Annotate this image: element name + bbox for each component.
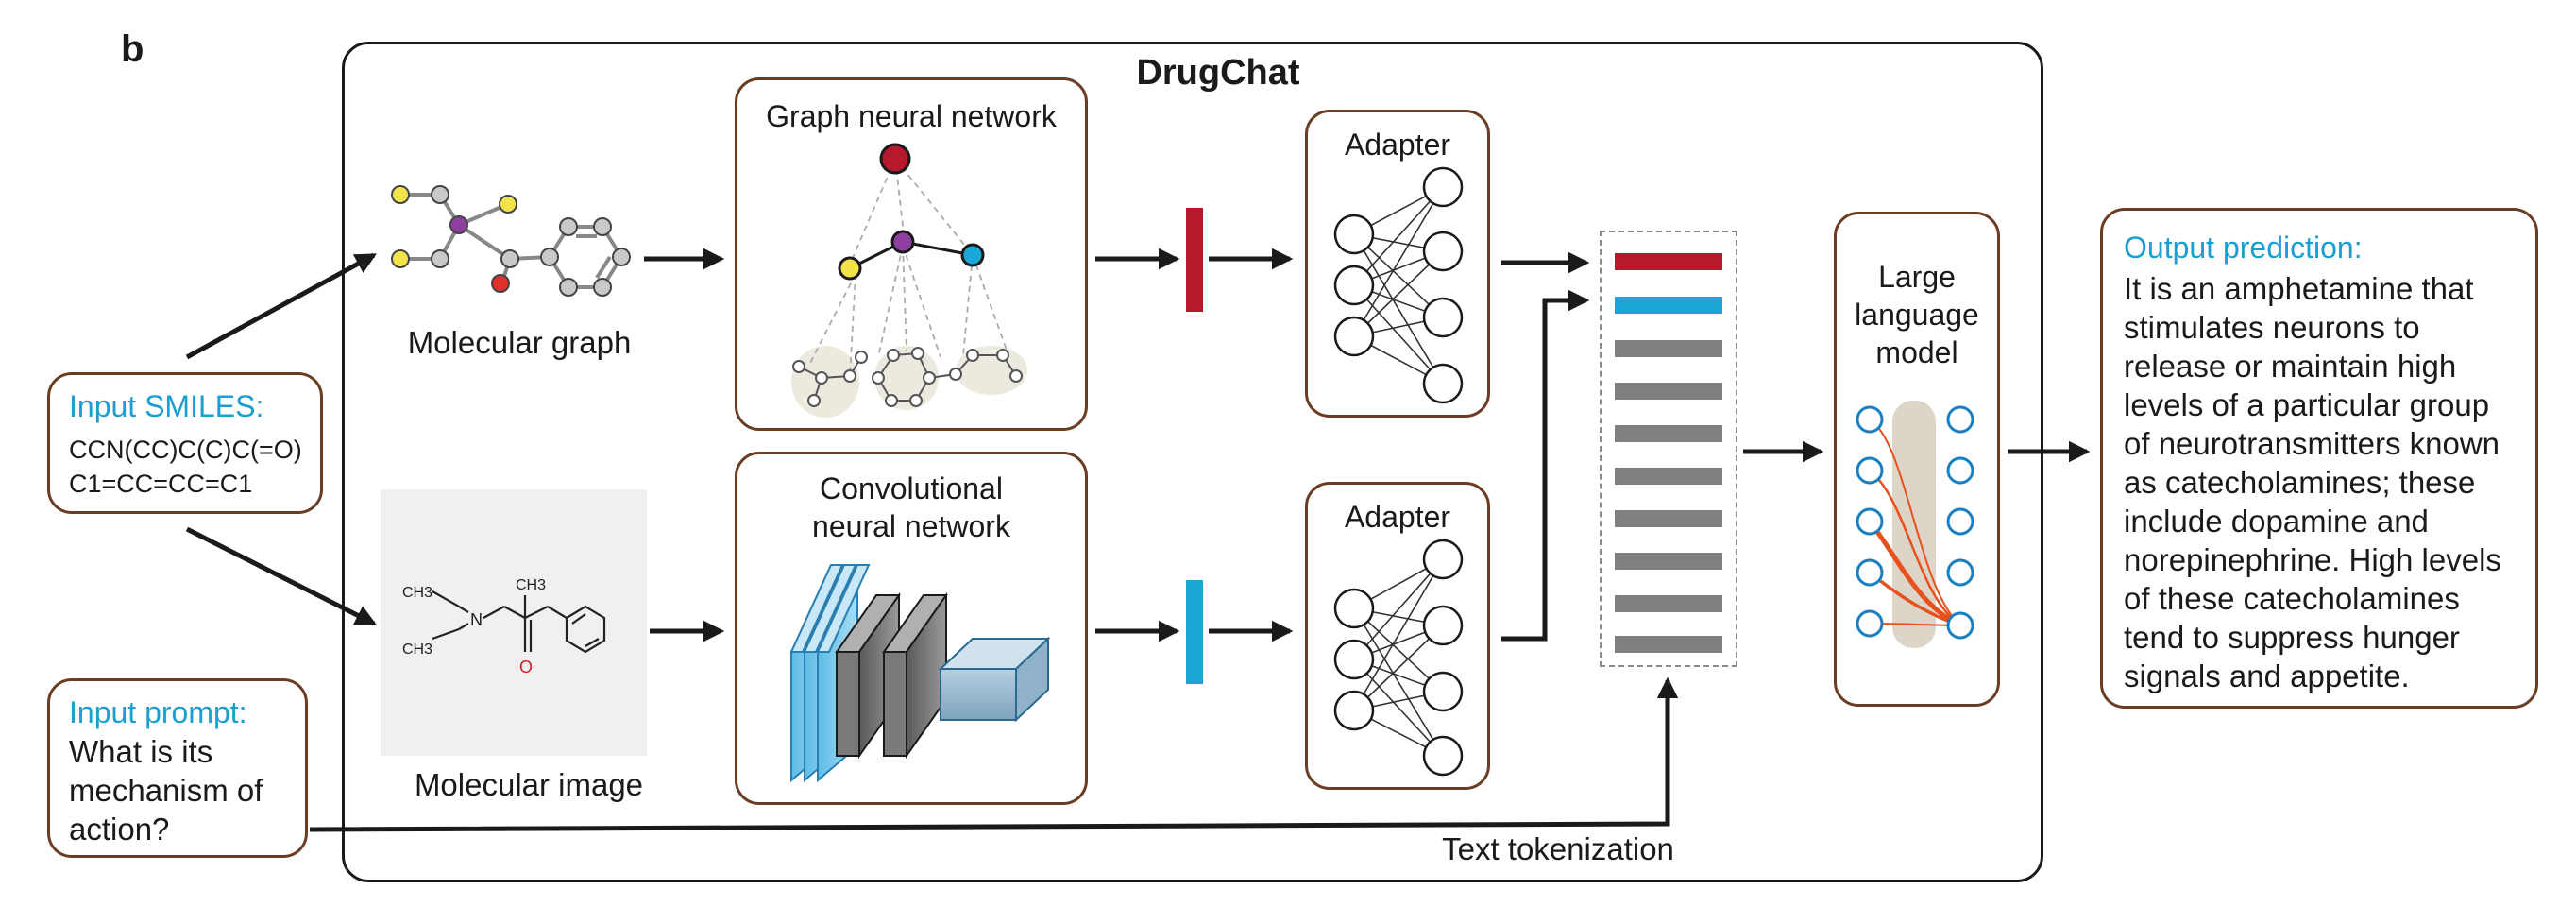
output-line-3: release or maintain high: [2124, 349, 2457, 384]
token-text-8: [1615, 636, 1722, 653]
arrow-prompt-to-tokens: [309, 676, 1679, 832]
gnn-node-purple: [890, 230, 915, 254]
token-text-1: [1615, 340, 1722, 357]
adapter-network-bottom: [1333, 539, 1464, 777]
llm-title-line-2: language: [1855, 298, 1979, 332]
molecular-image-caption: Molecular image: [414, 767, 644, 802]
atom-yellow-3: [391, 249, 410, 268]
atom-purple: [449, 215, 468, 234]
output-line-7: include dopamine and: [2124, 504, 2429, 539]
output-line-1: It is an amphetamine that: [2124, 271, 2474, 306]
input-prompt-label: Input prompt:: [69, 695, 247, 729]
output-line-5: of neurotransmitters known: [2124, 426, 2500, 461]
token-text-3: [1615, 425, 1722, 442]
token-text-5: [1615, 510, 1722, 527]
token-text-4: [1615, 468, 1722, 485]
adapter-network-top: [1333, 166, 1464, 404]
prompt-line-2: mechanism of: [69, 773, 263, 808]
gnn-illustration: [791, 143, 1027, 418]
label-n: N: [470, 610, 483, 629]
adapter-bottom-title: Adapter: [1344, 500, 1451, 534]
smiles-line-2: C1=CC=CC=C1: [69, 470, 253, 498]
arrow-smiles-to-image: [185, 526, 378, 626]
input-smiles-box: Input SMILES: CCN(CC)C(C)C(=O) C1=CC=CC=…: [47, 372, 323, 514]
token-text-7: [1615, 595, 1722, 612]
input-prompt-box: Input prompt: What is its mechanism of a…: [47, 678, 308, 858]
graph-embedding-bar: [1186, 208, 1203, 312]
atom-red: [491, 274, 510, 293]
atom-gray-5: [559, 217, 578, 236]
output-line-8: norepinephrine. High levels: [2124, 542, 2501, 577]
label-methyl: CH3: [516, 577, 546, 593]
output-line-9: of these catecholamines: [2124, 581, 2460, 616]
molecular-graph-atoms: [391, 185, 631, 297]
llm-title-line-1: Large: [1878, 260, 1956, 294]
output-label: Output prediction:: [2124, 231, 2363, 265]
output-line-4: levels of a particular group: [2124, 387, 2490, 422]
cnn-gray-slabs: [835, 591, 948, 760]
cnn-title-line-2: neural network: [812, 509, 1010, 543]
token-image: [1615, 297, 1722, 314]
token-graph: [1615, 253, 1722, 270]
panel-letter: b: [121, 28, 144, 70]
label-o: O: [519, 658, 533, 676]
output-line-2: stimulates neurons to: [2124, 310, 2420, 345]
token-stack-frame: [1600, 231, 1737, 667]
cnn-title-line-1: Convolutional: [820, 471, 1003, 505]
adapter-top-title: Adapter: [1344, 128, 1451, 162]
smiles-line-1: CCN(CC)C(C)C(=O): [69, 436, 302, 464]
atom-gray-4: [540, 248, 559, 266]
output-prediction-box: Output prediction: It is an amphetamine …: [2100, 208, 2538, 709]
gnn-node-yellow: [838, 256, 862, 281]
prompt-line-3: action?: [69, 812, 170, 847]
output-line-10: tend to suppress hunger: [2124, 620, 2460, 655]
diagram-title: DrugChat: [1136, 53, 1300, 93]
llm-illustration: [1856, 401, 1974, 648]
arrow-smiles-to-graph: [185, 252, 377, 360]
gnn-node-red: [879, 143, 911, 175]
atom-gray-2: [431, 249, 449, 268]
input-smiles-label: Input SMILES:: [69, 389, 264, 423]
atom-gray-3: [500, 249, 519, 268]
image-embedding-bar: [1186, 580, 1203, 684]
token-text-6: [1615, 553, 1722, 570]
label-ch3-bottom: CH3: [402, 642, 432, 658]
molecular-structure-labels: CH3 CH3 N CH3 O: [402, 577, 546, 676]
atom-yellow-1: [391, 185, 410, 204]
label-ch3-top: CH3: [402, 585, 432, 601]
flow-arrows: [185, 248, 2091, 832]
prompt-line-1: What is its: [69, 734, 213, 769]
molecular-image-background: [381, 489, 647, 756]
output-line-6: as catecholamines; these: [2124, 465, 2476, 500]
atom-gray-9: [559, 278, 578, 297]
atom-gray-8: [593, 278, 612, 297]
cnn-output-cube: [938, 636, 1051, 723]
llm-title-line-3: model: [1875, 335, 1958, 369]
gnn-node-blue: [960, 243, 985, 267]
gnn-title: Graph neural network: [766, 99, 1057, 133]
atom-gray-6: [593, 217, 612, 236]
arrow-adapter-bottom-to-tokens: [1501, 289, 1590, 642]
atom-gray-1: [431, 185, 449, 204]
text-tokenization-label: Text tokenization: [1442, 831, 1674, 866]
output-line-11: signals and appetite.: [2124, 659, 2410, 693]
molecular-graph-caption: Molecular graph: [407, 325, 632, 360]
drugchat-frame: [342, 42, 2043, 882]
atom-gray-7: [612, 248, 631, 266]
molecular-structure: [432, 590, 606, 654]
token-stack: [1615, 253, 1722, 653]
atom-yellow-2: [499, 195, 517, 214]
token-text-2: [1615, 383, 1722, 400]
